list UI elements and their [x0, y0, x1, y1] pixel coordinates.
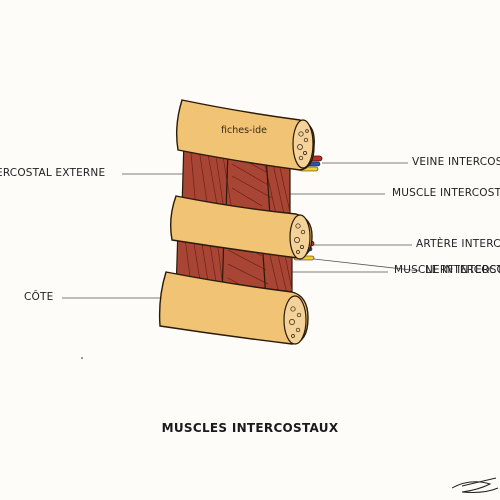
label-intercostal-muscle-lower: MUSCLE INTERCOSTAUX — [394, 264, 500, 276]
label-external-intercostal: ERCOSTAL EXTERNE — [0, 167, 106, 179]
rib-middle — [169, 195, 313, 260]
label-intercostal-vein: VEINE INTERCOS — [412, 156, 500, 168]
watermark: fiches-ide — [221, 125, 267, 136]
rib-bottom — [158, 271, 309, 345]
rib-top — [175, 99, 315, 171]
diagram-title: MUSCLES INTERCOSTAUX — [161, 421, 339, 435]
label-intercostal-nerve: NERF INTERCO — [425, 264, 500, 276]
leader-line-nerve — [313, 258, 421, 272]
stray-mark — [81, 357, 83, 359]
signature-mark — [451, 477, 499, 493]
leader-lines — [62, 162, 421, 299]
label-intercostal-artery: ARTÈRE INTERCO — [416, 238, 500, 250]
label-rib: CÔTE — [24, 291, 54, 303]
label-intercostal-muscle-upper: MUSCLE INTERCOSTA — [392, 187, 500, 199]
